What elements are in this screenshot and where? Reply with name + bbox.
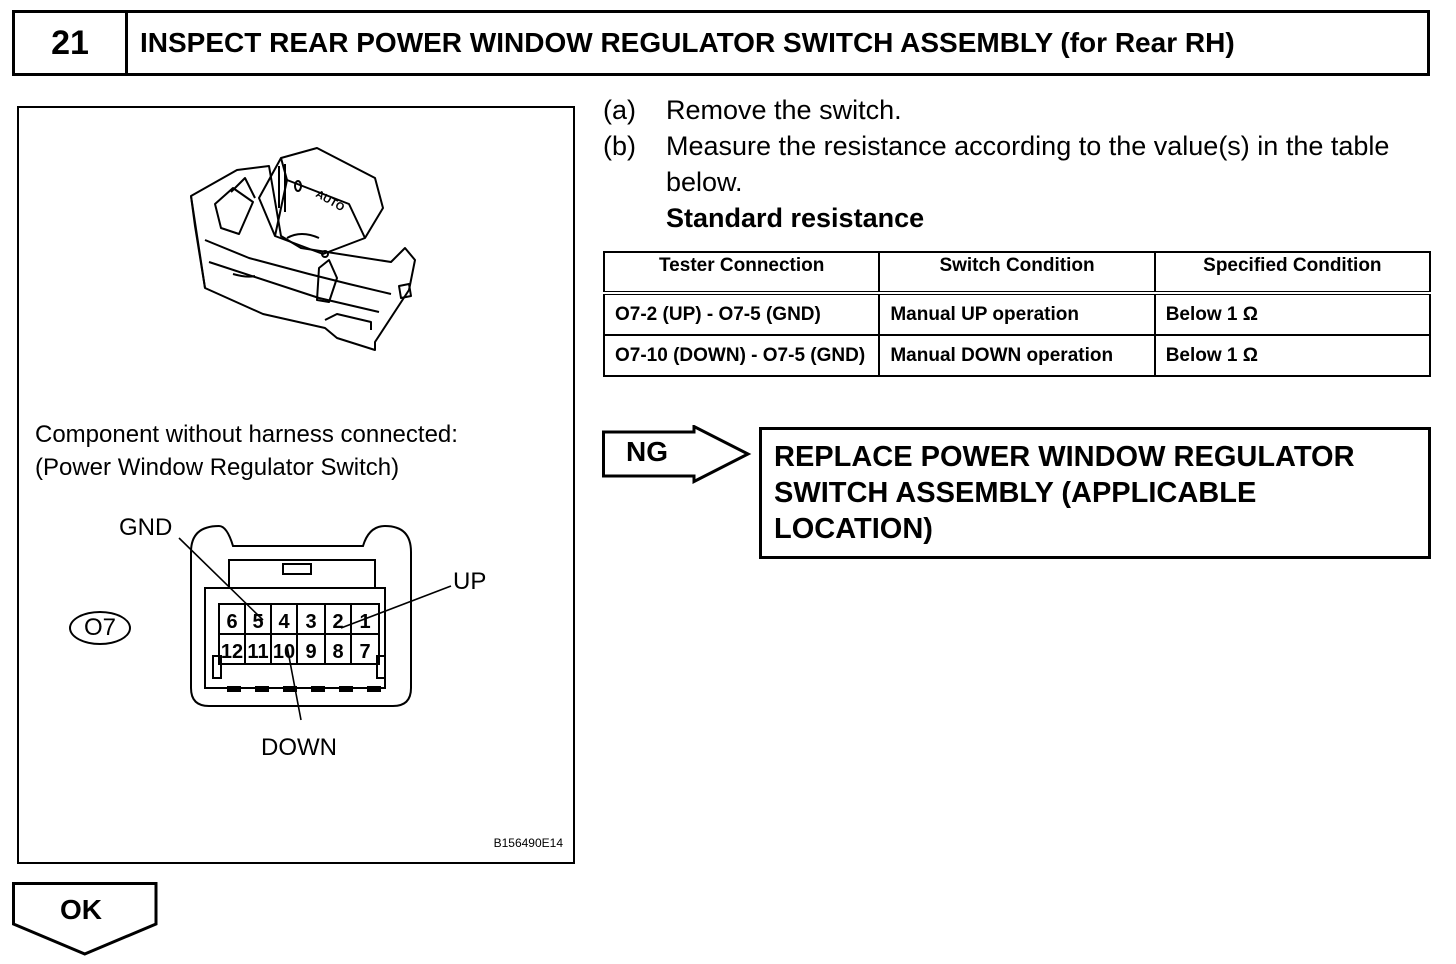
ng-result-box: REPLACE POWER WINDOW REGULATOR SWITCH AS… — [759, 427, 1431, 559]
pin-11: 11 — [247, 641, 268, 663]
resistance-table: Tester Connection Switch Condition Speci… — [602, 251, 1432, 377]
gnd-label: GND — [119, 514, 173, 541]
step-header: 21 INSPECT REAR POWER WINDOW REGULATOR S… — [12, 10, 1430, 76]
gnd-leader-line — [178, 537, 264, 621]
connector-id-label: O7 — [69, 611, 131, 645]
switch-illustration: AUTO 6 5 4 3 — [178, 147, 452, 721]
header-tester-connection: Tester Connection — [602, 251, 881, 295]
instruction-b-mark: (b) — [603, 131, 636, 161]
pin-6: 6 — [226, 611, 237, 633]
standard-resistance-heading: Standard resistance — [666, 203, 925, 233]
caption-line-1: Component without harness connected: — [35, 421, 458, 448]
header-specified-condition: Specified Condition — [1153, 251, 1432, 295]
table-row: O7-10 (DOWN) - O7-5 (GND) Manual DOWN op… — [602, 334, 1432, 377]
pin-5: 5 — [252, 611, 263, 633]
figure-panel: AUTO 6 5 4 3 — [17, 106, 575, 864]
instruction-b-text: Measure the resistance according to the … — [666, 131, 1390, 197]
pin-9: 9 — [305, 641, 316, 663]
pin-7: 7 — [359, 641, 370, 663]
up-label: UP — [453, 568, 487, 595]
pin-12: 12 — [221, 641, 243, 663]
table-cell: Manual UP operation — [878, 292, 1156, 336]
figure-code: B156490E14 — [493, 836, 563, 850]
ok-label: OK — [60, 894, 102, 925]
table-cell: Manual DOWN operation — [878, 334, 1156, 377]
step-number: 21 — [15, 13, 128, 73]
pin-10: 10 — [273, 641, 295, 663]
ng-arrow-shape — [602, 425, 752, 484]
switch-body-outline — [190, 165, 416, 351]
down-leader-line — [286, 645, 302, 721]
table-cell: Below 1 Ω — [1153, 292, 1432, 336]
ok-arrow-shape — [12, 882, 158, 956]
table-header-row: Tester Connection Switch Condition Speci… — [602, 251, 1432, 295]
ng-label: NG — [626, 436, 668, 467]
instruction-a-text: Remove the switch. — [666, 95, 902, 125]
table-cell: O7-10 (DOWN) - O7-5 (GND) — [602, 334, 881, 377]
pin-3: 3 — [305, 611, 316, 633]
pin-8: 8 — [332, 641, 343, 663]
down-label: DOWN — [261, 734, 337, 761]
instruction-a-mark: (a) — [603, 95, 636, 125]
instruction-a: (a) Remove the switch. — [603, 92, 1433, 128]
switch-knob-outline — [258, 147, 384, 255]
pin-4: 4 — [278, 611, 290, 633]
instructions: (a) Remove the switch. (b) Measure the r… — [603, 92, 1433, 236]
up-leader-line — [340, 585, 452, 629]
knob-text: AUTO — [314, 188, 347, 214]
component-caption: Component without harness connected: (Po… — [35, 418, 458, 484]
caption-line-2: (Power Window Regulator Switch) — [35, 454, 400, 481]
step-title: INSPECT REAR POWER WINDOW REGULATOR SWIT… — [140, 27, 1235, 58]
connector-o7-diagram — [190, 524, 412, 707]
pin-1: 1 — [359, 611, 370, 633]
pin-2: 2 — [332, 611, 343, 633]
table-cell: O7-2 (UP) - O7-5 (GND) — [602, 292, 881, 336]
header-switch-condition: Switch Condition — [878, 251, 1156, 295]
table-row: O7-2 (UP) - O7-5 (GND) Manual UP operati… — [602, 292, 1432, 336]
instruction-b: (b) Measure the resistance according to … — [603, 128, 1433, 200]
table-cell: Below 1 Ω — [1153, 334, 1432, 377]
